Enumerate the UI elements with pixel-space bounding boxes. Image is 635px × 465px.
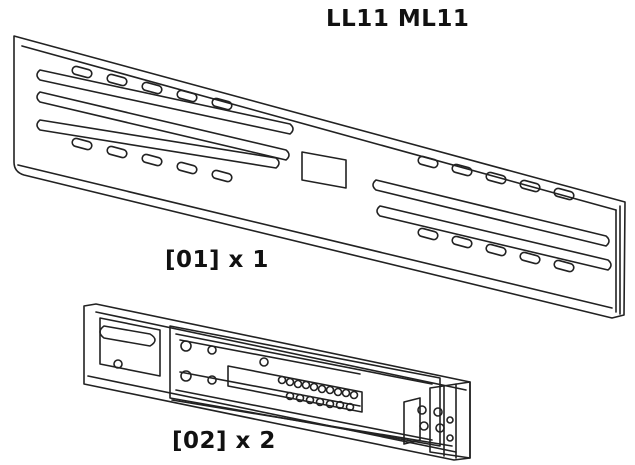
- rail-slot: [36, 91, 290, 161]
- center-cutout: [301, 151, 347, 189]
- rail-plate-drawing: [13, 35, 626, 319]
- rail-slot: [36, 119, 280, 169]
- rail-slot: [372, 179, 610, 247]
- part-01-label: [01] x 1: [165, 247, 269, 273]
- model-title: LL11 ML11: [326, 6, 470, 32]
- rail-slot: [36, 69, 294, 135]
- part-02-label: [02] x 2: [172, 428, 276, 454]
- rail-slot: [376, 205, 612, 271]
- slide-bracket-drawing: [83, 303, 471, 461]
